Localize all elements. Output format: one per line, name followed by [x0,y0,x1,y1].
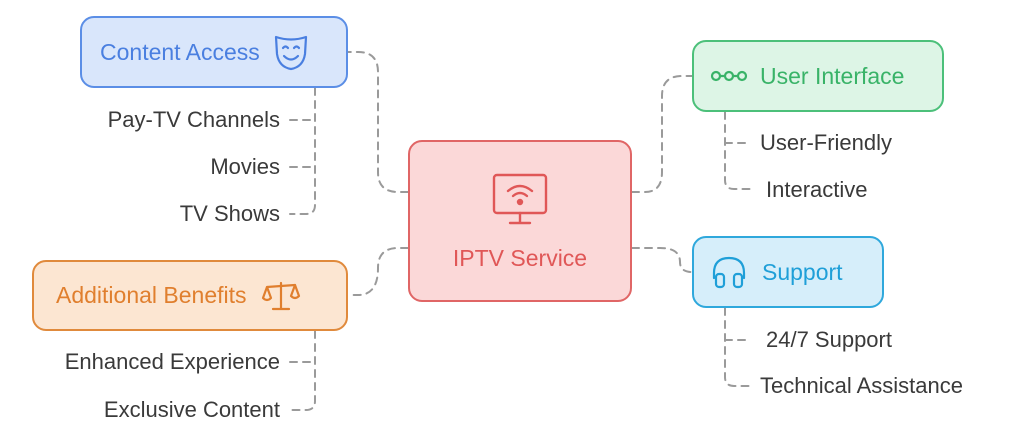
additional-benefits-label: Additional Benefits [56,282,247,308]
additional-benefits-node[interactable]: Additional Benefits [32,260,348,331]
user-interface-label: User Interface [760,62,905,89]
leaf-tv-shows: TV Shows [179,201,280,226]
connector-additional-benefits-trunk [289,330,316,411]
connector-support-trunk [724,307,751,387]
support-label: Support [762,258,843,285]
content-access-node[interactable]: Content Access [80,16,348,88]
connector-center-support [631,247,693,273]
leaf-24-7-support: 24/7 Support [766,327,892,352]
leaf-enhanced-experience: Enhanced Experience [64,349,280,374]
leaf-user-friendly: User-Friendly [760,130,893,155]
connector-center-content-access [347,51,409,193]
leaf-technical-assistance: Technical Assistance [760,373,963,398]
support-node[interactable]: Support [692,236,884,308]
leaf-exclusive-content: Exclusive Content [103,397,280,422]
theater-mask-icon [272,32,310,72]
connector-center-additional-benefits [347,247,409,296]
connector-center-user-interface [631,75,693,193]
tv-wifi-icon [488,171,552,231]
connector-user-interface-trunk [724,111,751,190]
leaf-movies: Movies [210,154,280,179]
balance-scale-icon [261,279,301,313]
connector-content-access-trunk [289,87,316,215]
leaf-interactive: Interactive [766,177,868,202]
center-label: IPTV Service [452,244,588,271]
dots-connector-icon [710,69,748,83]
content-access-label: Content Access [100,38,260,65]
center-node[interactable]: IPTV Service [408,140,632,302]
user-interface-node[interactable]: User Interface [692,40,944,112]
headphones-icon [710,254,748,290]
leaf-pay-tv-channels: Pay-TV Channels [107,107,280,132]
